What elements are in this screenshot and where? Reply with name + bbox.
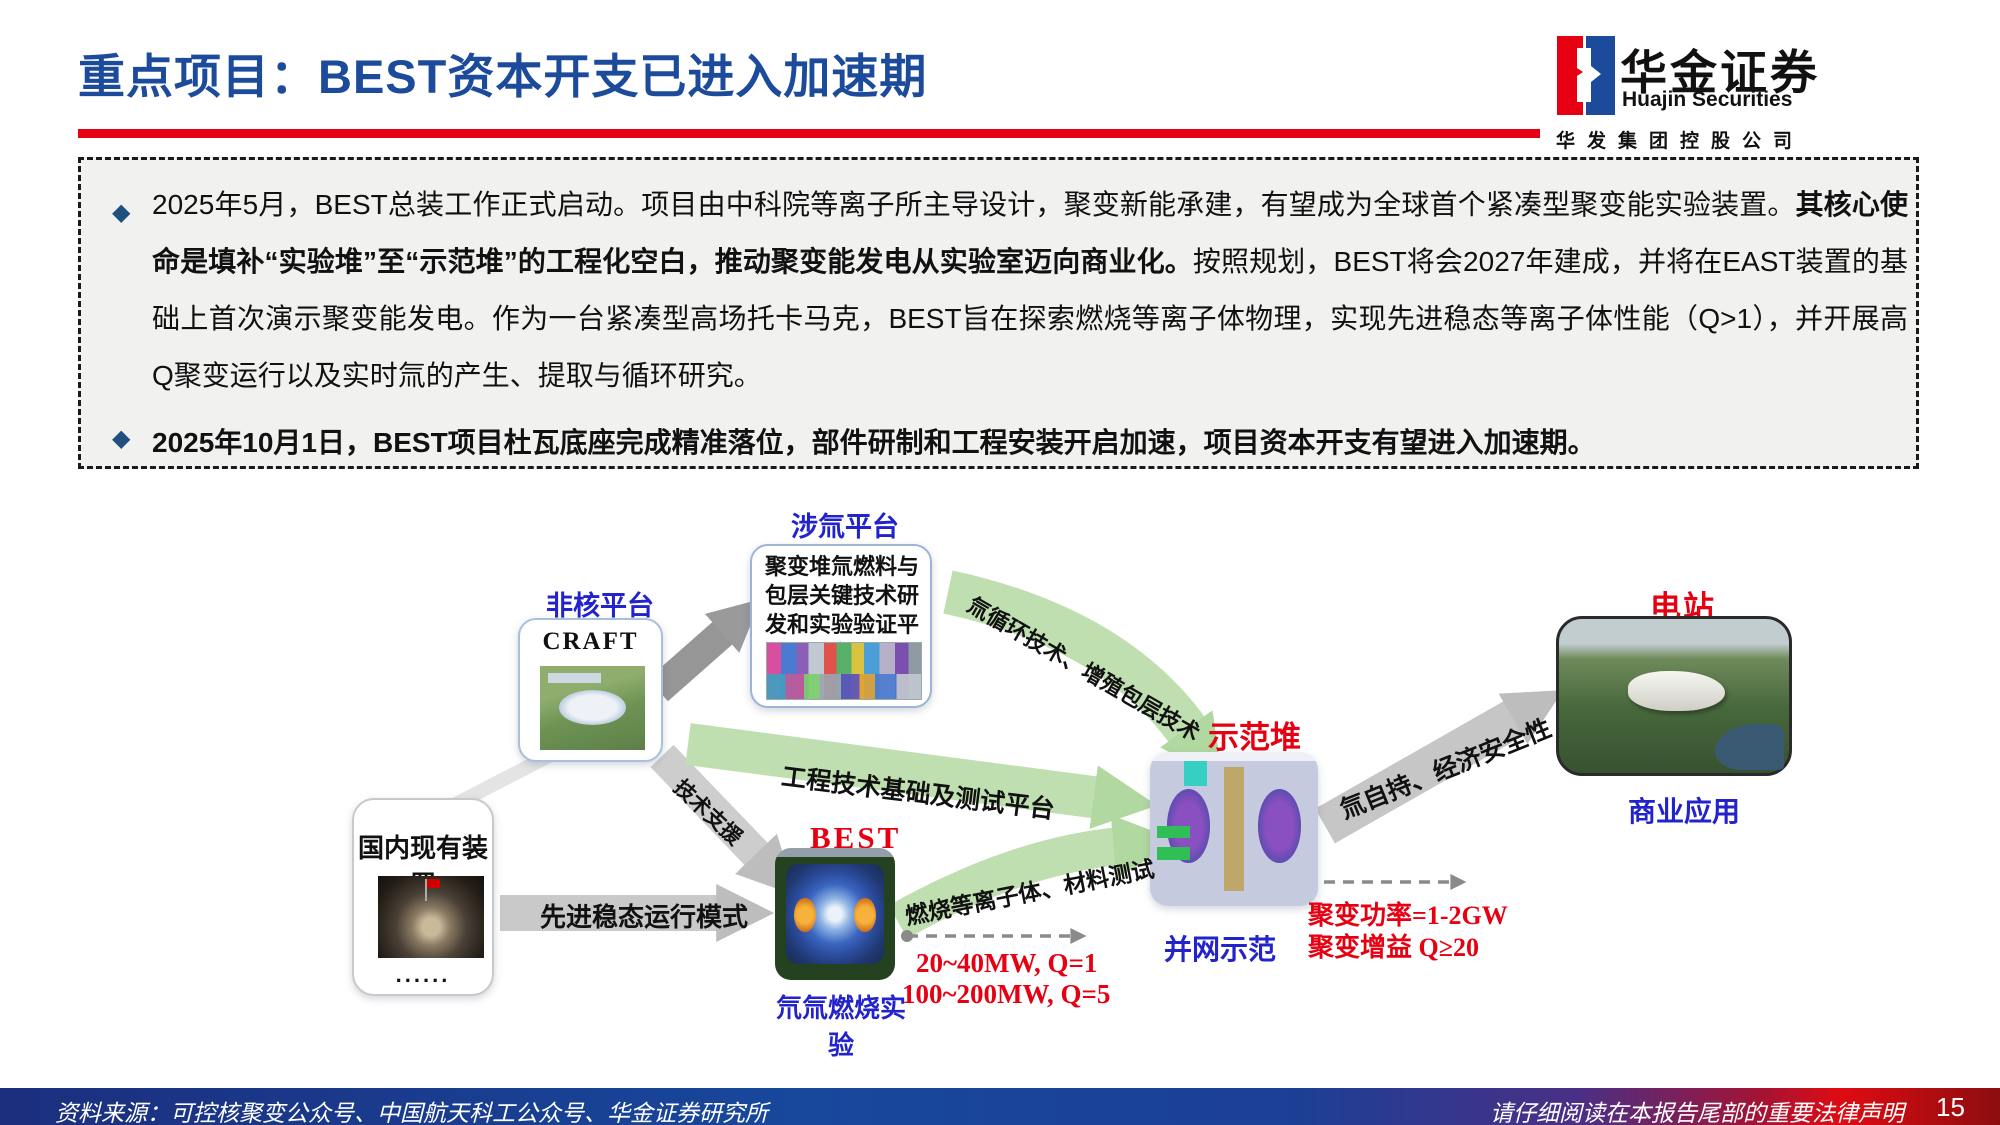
summary-bullet-1: 2025年5月，BEST总装工作正式启动。项目由中科院等离子所主导设计，聚变新能… <box>152 176 1908 404</box>
best-plasma-right <box>854 898 876 933</box>
arrow-self-sustain <box>1315 690 1564 844</box>
arrow-steady-mode-label: 先进稳态运行模式 <box>539 902 748 932</box>
tritium-platform-label: 涉氚平台 <box>791 512 899 542</box>
best-tokamak-photo <box>775 848 895 980</box>
station-building <box>1628 671 1725 712</box>
demo-reactor-label: 示范堆 <box>1208 720 1301 755</box>
power-station-photo <box>1556 616 1792 776</box>
demo-center-column <box>1223 767 1245 891</box>
tritium-box-text: 聚变堆氚燃料与包层关键技术研发和实验验证平台 <box>764 554 919 666</box>
footer-source: 资料来源：可控核聚变公众号、中国航天科工公众号、华金证券研究所 <box>55 1100 768 1125</box>
best-sub-label: 氘氚燃烧实验 <box>775 993 906 1060</box>
domestic-devices-box: 国内现有装置 ...... <box>352 798 494 996</box>
footer-disclaimer: 请仔细阅读在本报告尾部的重要法律声明 <box>1490 1100 1904 1125</box>
bullet-diamond-icon: ◆ <box>112 199 131 226</box>
domestic-devices-label: 国内现有装置 <box>357 833 488 900</box>
logo-company-name: 华金证券 <box>1620 46 1820 99</box>
huajin-logo-svg <box>1557 36 1615 115</box>
bullet1-part2: 其核心使命是填补“实验堆”至“示范堆”的工程化空白，推动聚变能发电从实验室迈向商… <box>152 189 1908 277</box>
bullet-diamond-icon: ◆ <box>112 425 131 452</box>
flag-pole <box>424 879 427 901</box>
title-underline <box>78 129 1540 138</box>
station-sub-label: 商业应用 <box>1627 796 1740 827</box>
arrow-tech-support <box>650 744 797 896</box>
craft-label: CRAFT <box>542 628 639 655</box>
domestic-ellipsis: ...... <box>395 962 451 987</box>
domestic-device-photo <box>378 876 484 958</box>
demo-plasma-right <box>1257 788 1302 863</box>
demo-sub-label: 并网示范 <box>1163 934 1276 965</box>
craft-roof <box>548 672 601 683</box>
summary-bullet-2: 2025年10月1日，BEST项目杜瓦底座完成精准落位，部件研制和工程安装开启加… <box>152 427 1596 458</box>
logo-company-name-en: Huajin Securities <box>1622 88 1793 111</box>
footer-bar <box>0 1088 2000 1125</box>
demo-teal-bar-a <box>1156 825 1191 839</box>
craft-box: CRAFT <box>518 618 663 762</box>
best-metric-2: 100~200MW, Q=5 <box>902 979 1111 1009</box>
best-plasma-left <box>794 898 816 933</box>
bullet1-part1: 2025年5月，BEST总装工作正式启动。项目由中科院等离子所主导设计，聚变新能… <box>152 189 1796 220</box>
tritium-platform-box: 聚变堆氚燃料与包层关键技术研发和实验验证平台 <box>750 544 932 708</box>
red-flag <box>426 879 440 889</box>
demo-metric-1: 聚变功率=1-2GW <box>1308 901 1508 930</box>
footer-page-number: 15 <box>1936 1092 1965 1122</box>
arrow-craft-to-tritium <box>648 599 762 702</box>
arrow-burning-plasma <box>888 814 1178 939</box>
station-water <box>1715 723 1785 770</box>
nonnuclear-platform-label: 非核平台 <box>546 591 654 621</box>
tritium-facility-photo-detail <box>767 673 921 699</box>
page-title: 重点项目：BEST资本开支已进入加速期 <box>78 50 928 103</box>
arrow-tritium-tech <box>943 570 1224 782</box>
summary-box <box>78 157 1919 469</box>
demo-teal-top <box>1183 761 1208 786</box>
best-metric-1: 20~40MW, Q=1 <box>916 948 1098 978</box>
bullet1-part3: 按照规划，BEST将会2027年建成，并将在EAST装置的基础上首次演示聚变能发… <box>152 246 1908 391</box>
demo-reactor-cad-image <box>1150 752 1318 906</box>
huajin-logo-icon <box>1557 36 1615 115</box>
craft-aerial-photo <box>540 666 645 750</box>
demo-teal-bar-b <box>1156 847 1191 860</box>
craft-building <box>558 689 627 725</box>
tritium-facility-photo <box>766 642 922 700</box>
logo-parent-company: 华发集团控股公司 <box>1556 131 1805 152</box>
demo-metric-2: 聚变增益 Q≥20 <box>1308 933 1479 962</box>
arrow-eng-platform <box>685 723 1158 829</box>
